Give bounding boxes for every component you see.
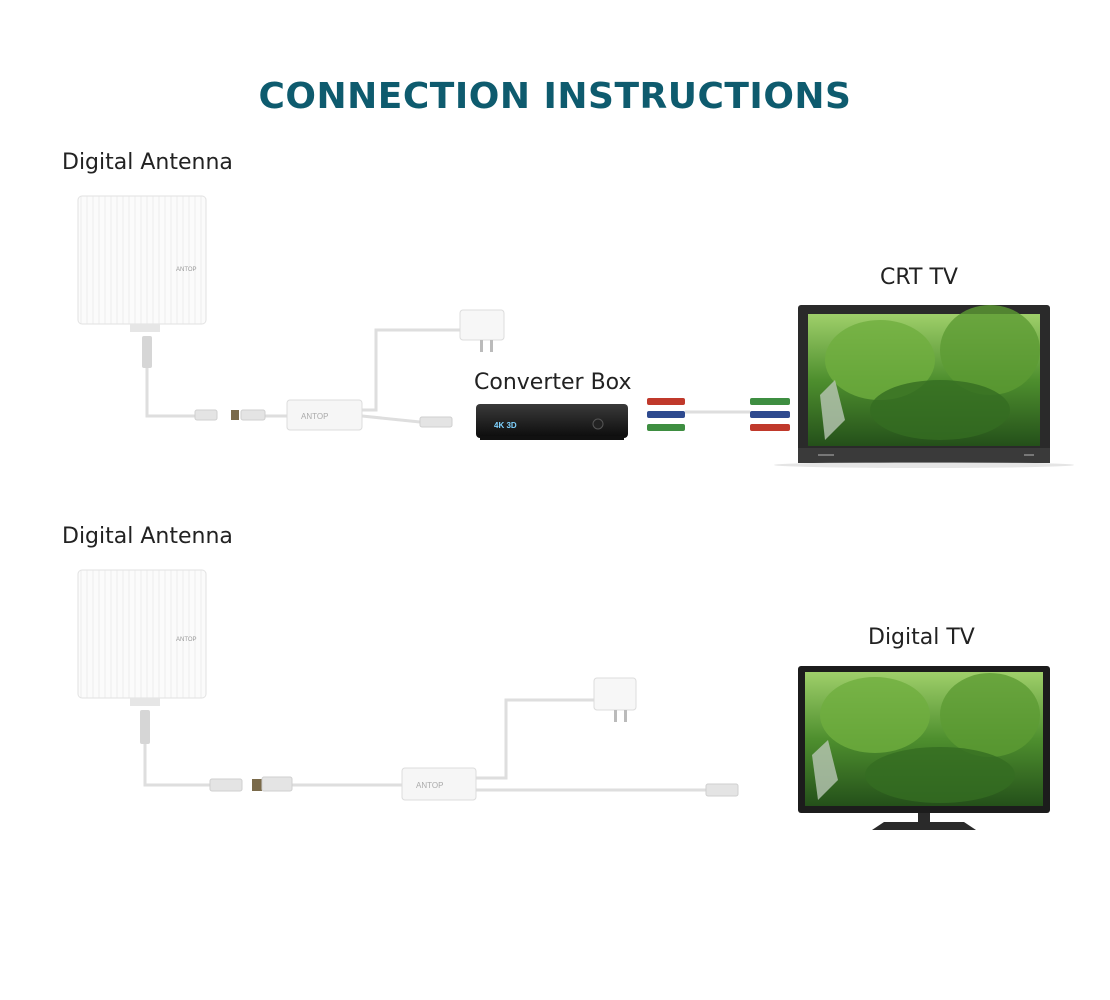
diagram2-antenna: ANTOP — [77, 569, 207, 744]
antenna-connector-icon — [142, 336, 152, 368]
diagram1-antenna-brand: ANTOP — [176, 267, 197, 273]
diagram1-coax-connectors — [194, 409, 453, 428]
diagram2-amplifier-brand: ANTOP — [416, 781, 443, 790]
converter-box-label: Converter Box — [474, 370, 632, 395]
diagram1-antenna-label: Digital Antenna — [62, 150, 233, 175]
diagram1-antenna: ANTOP — [77, 195, 207, 368]
crt-tv-label: CRT TV — [880, 265, 958, 290]
digital-tv-label: Digital TV — [868, 625, 975, 650]
diagram1-power-adapter-icon — [459, 309, 505, 352]
diagram1-amplifier-brand: ANTOP — [301, 412, 328, 421]
diagram2-coax-connectors — [209, 776, 739, 797]
digital-tv — [798, 666, 1050, 830]
converter-box: 4K 3D — [476, 404, 628, 440]
diagram1-amplifier: ANTOP — [286, 399, 363, 431]
crt-tv — [774, 305, 1074, 468]
antenna-connector-icon — [140, 710, 150, 744]
diagram2-cables — [143, 698, 706, 792]
rca-cables-right — [750, 398, 790, 431]
page-title: CONNECTION INSTRUCTIONS — [258, 76, 852, 117]
diagram2-amplifier: ANTOP — [401, 767, 477, 801]
rca-cables-left — [647, 398, 685, 431]
converter-box-badge: 4K 3D — [494, 421, 517, 430]
diagram2-power-adapter-icon — [593, 677, 637, 722]
diagram2-antenna-brand: ANTOP — [176, 637, 197, 643]
diagram1-cables — [145, 328, 750, 424]
diagram2-antenna-label: Digital Antenna — [62, 524, 233, 549]
